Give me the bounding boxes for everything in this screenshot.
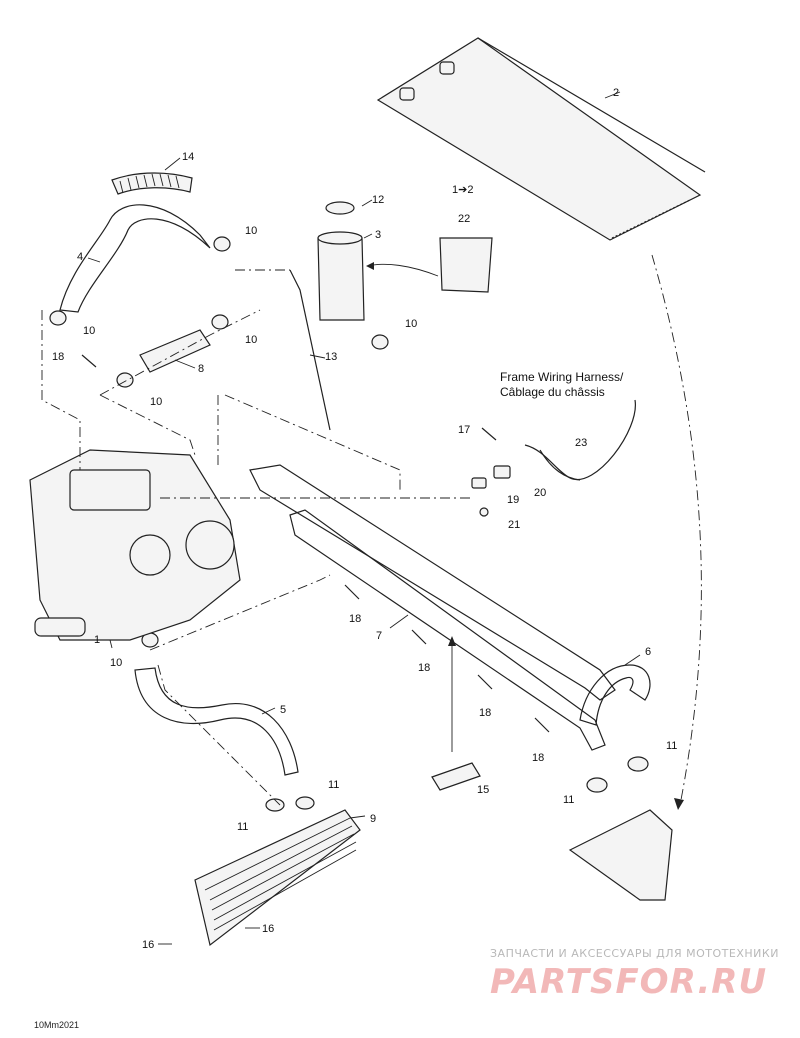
hose-4 [59,204,211,313]
callout-18-c: 18 [418,662,430,674]
callout-17: 17 [458,424,470,436]
callout-22: 22 [458,213,470,225]
alignment-lines [41,269,470,806]
engine-block [29,449,241,641]
callout-15: 15 [477,784,489,796]
callout-18-d: 18 [479,707,491,719]
cable-tie-parts [81,354,550,733]
leader-2 [604,91,621,99]
callout-11-c: 11 [563,794,574,806]
callout-19: 19 [507,494,519,506]
leader-1 [109,639,113,649]
callout-1: 1 [94,634,100,646]
callout-4: 4 [77,251,83,263]
radiator [194,809,361,947]
callout-11-a: 11 [666,740,677,752]
callout-18-a: 18 [52,351,64,363]
callout-7: 7 [376,630,382,642]
label-22 [439,237,493,293]
coolant-reservoir [317,199,373,321]
assembly-arrow [651,254,702,806]
leader-13 [309,354,326,359]
corrugated-hose-part [111,172,193,195]
overflow-tube-13 [289,269,331,431]
callout-10-b: 10 [83,325,95,337]
callout-21: 21 [508,519,520,531]
leader-5 [261,707,276,715]
leader-4 [87,257,101,263]
callout-6: 6 [645,646,651,658]
leader-8 [174,359,196,369]
callout-10-a: 10 [245,225,257,237]
callout-8: 8 [198,363,204,375]
connector-8 [139,329,211,373]
callout-5: 5 [280,704,286,716]
callout-11-b: 11 [328,779,339,791]
frame-fragment [568,809,673,901]
panel-part [376,37,706,241]
callout-10-c: 10 [245,334,257,346]
callout-3: 3 [375,229,381,241]
temperature-sensor [471,465,511,517]
callout-14: 14 [182,151,194,163]
callout-23: 23 [575,437,587,449]
callout-18-b: 18 [349,613,361,625]
leader-7 [389,614,409,629]
callout-2: 2 [613,87,619,99]
clamp-11-parts [265,756,649,812]
callout-10-d: 10 [405,318,417,330]
hose-6 [579,664,651,726]
leader-14 [164,157,181,171]
leader-22 [367,263,439,277]
harness-label-line1: Frame Wiring Harness/ [500,370,624,384]
callout-10-f: 10 [110,657,122,669]
hose-5 [134,667,299,776]
watermark-logo: PARTSFOR.RU [490,962,767,1002]
watermark-tagline: ЗАПЧАСТИ И АКСЕССУАРЫ ДЛЯ МОТОТЕХНИКИ [490,947,779,960]
strip-15 [431,762,481,791]
callout-16-a: 16 [262,923,274,935]
callout-10-e: 10 [150,396,162,408]
callout-16-b: 16 [142,939,154,951]
callout-11-d: 11 [237,821,248,833]
callout-18-e: 18 [532,752,544,764]
callout-20: 20 [534,487,546,499]
harness-label-line2: Câblage du châssis [500,385,605,399]
leader-6 [624,654,641,666]
leader-9 [349,815,366,819]
pipe-7 [249,464,616,701]
callout-13: 13 [325,351,337,363]
reference-code: 10Mm2021 [34,1020,79,1030]
callout-1-to-2: 1➔2 [452,184,473,196]
callout-9: 9 [370,813,376,825]
callout-12: 12 [372,194,384,206]
